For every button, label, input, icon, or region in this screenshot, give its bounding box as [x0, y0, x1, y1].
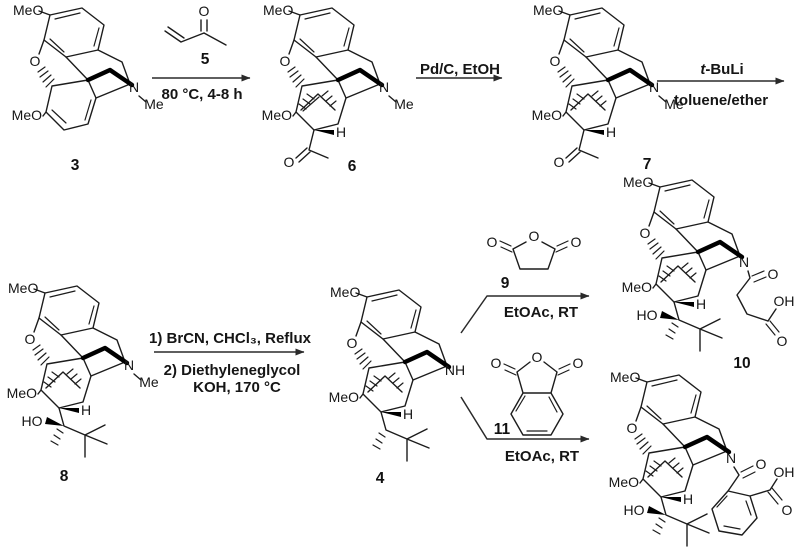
- benzoyl-bonds: [711, 466, 778, 536]
- reagent-11-structure: O O O 11: [491, 349, 584, 438]
- acid-oh-label: OH: [774, 293, 795, 309]
- anhydride-o-label: O: [529, 228, 540, 244]
- compound-12-howedge: [623, 502, 666, 518]
- diene-double-bonds: [51, 99, 92, 124]
- compound-12-structure: N O OH O: [609, 369, 795, 547]
- step2-conditions: Pd/C, EtOH: [420, 61, 500, 78]
- succinyl-chain-bonds: [736, 270, 769, 322]
- step4-line1: 1) BrCN, CHCl₃, Reflux: [149, 330, 312, 347]
- compound-10-bridge: [658, 262, 697, 283]
- compound-4-tail: [372, 411, 430, 462]
- compound-12-bridge: [645, 457, 684, 478]
- step5-arrow: [460, 292, 590, 334]
- mvk-oxygen-label: O: [199, 3, 210, 19]
- compound-7-structure: 7: [532, 2, 685, 173]
- acid-oh-label: OH: [774, 464, 795, 480]
- step1-conditions: 80 °C, 4-8 h: [161, 86, 242, 103]
- step3-reagent: t-BuLi: [700, 61, 743, 78]
- compound-8-bridge: [43, 368, 82, 389]
- compound-7-number: 7: [643, 156, 652, 173]
- compound-8-structure: 8: [7, 280, 160, 485]
- amide-oxygen-label: O: [756, 456, 767, 472]
- compound-7-acetyl: [552, 129, 599, 171]
- step5-arrow-group: EtOAc, RT: [460, 292, 590, 334]
- compound-6-number: 6: [348, 158, 357, 175]
- step1-arrow-group: 80 °C, 4-8 h: [152, 74, 251, 103]
- compound-5-number: 5: [201, 51, 210, 68]
- step4-line3: KOH, 170 °C: [193, 379, 281, 396]
- compound-12-core: [609, 369, 729, 497]
- compound-4-structure: NH 4: [329, 284, 465, 487]
- compound-4-number: 4: [376, 470, 385, 487]
- compound-9-number: 9: [501, 275, 510, 292]
- compound-8-tail: [50, 407, 108, 458]
- nh-label: NH: [445, 362, 465, 378]
- acid-oxygen-label: O: [782, 502, 793, 518]
- step4-arrow-group: 1) BrCN, CHCl₃, Reflux 2) Diethyleneglyc…: [149, 330, 312, 396]
- acid-carbonyl-double: [765, 320, 780, 336]
- step3-arrow-group: t-BuLi toluene/ether: [657, 61, 785, 109]
- compound-4-bridge: [365, 372, 404, 393]
- compound-6-structure: 6: [262, 2, 415, 175]
- amide-oxygen-label: O: [768, 266, 779, 282]
- compound-6-nme: [378, 78, 415, 113]
- amide-carbonyl-double: [751, 270, 767, 283]
- compound-8-howedge: [21, 413, 64, 429]
- acid-oh-bond: [767, 308, 777, 322]
- compound-10-number: 10: [733, 355, 750, 372]
- step3-reagent-rest: -BuLi: [705, 61, 743, 78]
- step6-conditions: EtOAc, RT: [505, 448, 579, 465]
- amide-nitrogen-label: N: [739, 254, 749, 270]
- step6-arrow: [460, 396, 590, 443]
- compound-7-bridge: [568, 90, 607, 111]
- reagent-5-structure: O 5: [164, 3, 227, 68]
- succinic-carbonyl-bonds: [499, 240, 569, 253]
- step3-solvent: toluene/ether: [674, 92, 768, 109]
- carbonyl-o-left-label: O: [491, 355, 502, 371]
- compound-6-acetyl: [282, 129, 329, 171]
- compound-3-core: [12, 2, 132, 130]
- succinic-anhydride-bonds: [512, 241, 556, 270]
- compound-10-core: [622, 174, 742, 302]
- compound-3-number: 3: [71, 157, 80, 174]
- compound-12-tail: [652, 496, 710, 547]
- compound-10-tail: [665, 301, 723, 352]
- compound-4-core: [329, 284, 449, 412]
- acid-oxygen-label: O: [777, 333, 788, 349]
- mvk-bonds: [164, 19, 227, 46]
- compound-6-bridge: [298, 90, 337, 111]
- benzoyl-double-bonds: [716, 465, 783, 530]
- carbonyl-o-right-label: O: [573, 355, 584, 371]
- carbonyl-o-right-label: O: [571, 234, 582, 250]
- phthalic-double-bonds: [503, 363, 571, 432]
- compound-8-core: [7, 280, 127, 408]
- compound-10-howedge: [636, 307, 679, 323]
- compound-6-core: [262, 2, 382, 130]
- compound-8-nme: [123, 356, 160, 391]
- step6-arrow-group: EtOAc, RT: [460, 396, 590, 465]
- step2-arrow-group: Pd/C, EtOH: [416, 61, 503, 82]
- reagent-9-structure: O O O 9: [487, 228, 582, 292]
- compound-11-number: 11: [494, 421, 511, 438]
- compound-3-nme: [128, 78, 165, 113]
- step3-reagent-italic: t: [700, 61, 706, 78]
- compound-3-structure: 3: [12, 2, 165, 174]
- amide-nitrogen-label: N: [726, 450, 736, 466]
- bridge-alkene-double-bond: [302, 96, 320, 112]
- phthalic-anhydride-bonds: [510, 361, 564, 436]
- anhydride-o-label: O: [532, 349, 543, 365]
- compound-7-core: [532, 2, 652, 130]
- carbonyl-o-left-label: O: [487, 234, 498, 250]
- step5-conditions: EtOAc, RT: [504, 304, 578, 321]
- compound-10-structure: N O OH O 10: [622, 174, 795, 372]
- step4-line2: 2) Diethyleneglycol: [164, 362, 301, 379]
- compound-8-number: 8: [60, 468, 69, 485]
